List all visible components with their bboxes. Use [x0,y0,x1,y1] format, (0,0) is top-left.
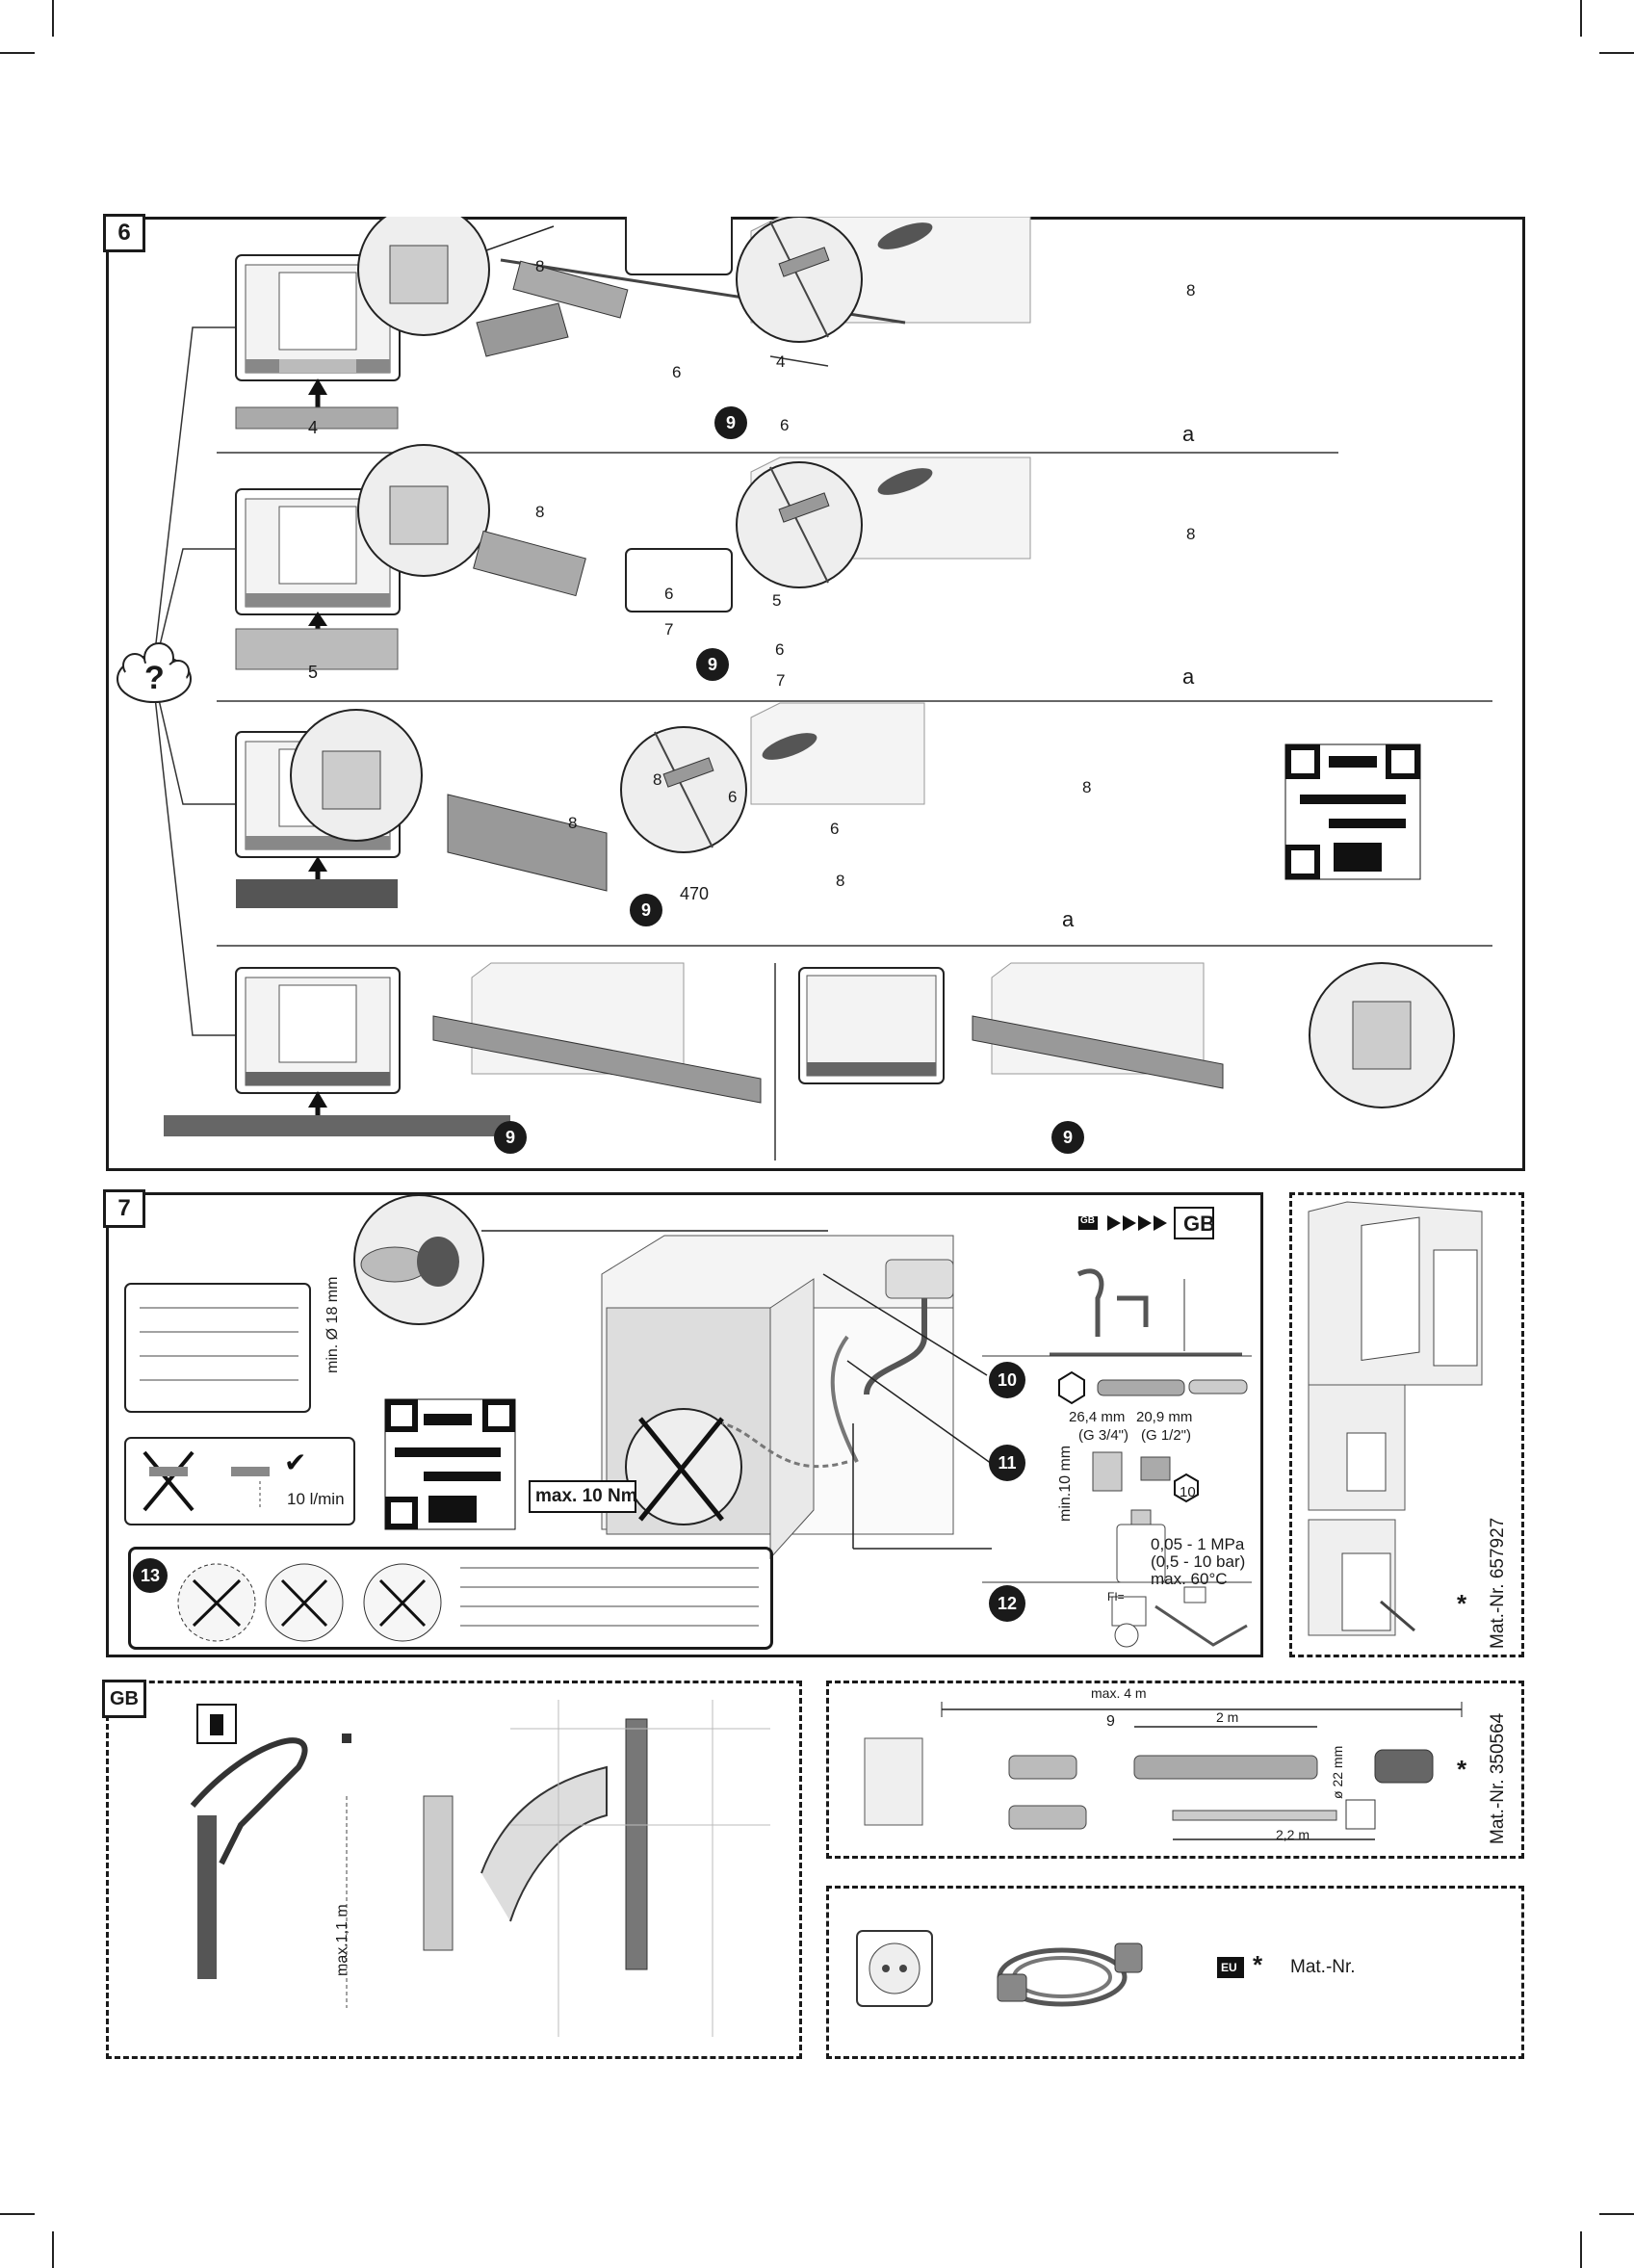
gb-illustration [106,1681,802,2059]
power-cable-illustration [826,1886,1524,2059]
dimension-a: a [1062,907,1074,932]
dimension-a: a [1182,422,1194,447]
hose-extension-illustration [826,1681,1524,1859]
hose-asterisk: * [1457,1755,1466,1785]
hex-label: 6 [728,788,737,807]
fi-label: FI= [1107,1590,1125,1603]
callout-11: 11 [989,1445,1025,1481]
dishwasher-thumb-4 [164,968,510,1136]
max-height-label: max.1,1 m [334,1904,351,1976]
plinth-assembly-right [973,963,1223,1088]
hex-label: 8 [653,770,661,790]
pressure-bar: (0,5 - 10 bar) [1151,1552,1245,1572]
hex-label: 8 [1082,778,1091,797]
hex-label: 8 [568,814,577,833]
gb-box-label: GB [1183,1212,1215,1237]
crop-mark [1580,2231,1582,2268]
flow-rate-label: 10 l/min [287,1490,345,1509]
plinth-assembly-left [433,963,761,1103]
power-asterisk: * [1253,1950,1262,1980]
min-depth-label: min.10 mm [1057,1446,1075,1522]
power-mat-nr: Mat.-Nr. [1290,1957,1356,1978]
hose-callout-9: 9 [1106,1713,1115,1731]
max-temperature: max. 60°C [1151,1570,1228,1589]
length-22m: 2,2 m [1276,1827,1310,1842]
panel-label-5: 5 [308,663,318,683]
max-length-label: max. 4 m [1091,1685,1147,1701]
thread-size-1: 26,4 mm [1069,1409,1125,1425]
hex-label: 7 [664,620,673,639]
panel-label-4: 4 [308,418,318,438]
callout-9: 9 [494,1121,527,1154]
thread-size-2: 20,9 mm [1136,1409,1192,1425]
hex-label: 6 [664,585,673,604]
dishwasher-thumb-5 [799,968,944,1083]
callout-12: 12 [989,1585,1025,1622]
hex-label: 4 [776,352,785,372]
diameter-label: ø 22 mm [1330,1746,1345,1799]
svg-text:✔: ✔ [284,1447,306,1477]
zoom-circle-2 [358,445,489,576]
callout-9: 9 [1051,1121,1084,1154]
crop-mark [1599,2213,1634,2215]
qr-code-1 [1285,744,1420,879]
callout-9: 9 [714,406,747,439]
crop-mark [0,52,35,54]
eu-tag: EU [1221,1961,1237,1974]
crop-mark [1580,0,1582,37]
thread-size-1-sub: (G 3/4") [1078,1427,1128,1444]
hex-label: 8 [1186,525,1195,544]
side-panel-mat-nr: Mat.-Nr. 657927 [1488,1518,1509,1649]
crop-mark [1599,52,1634,54]
pressure-mpa: 0,05 - 1 MPa [1151,1535,1244,1554]
hex-label: 6 [775,640,784,660]
hex-label: 6 [672,363,681,382]
hex-label: 6 [830,820,839,839]
torque-label: max. 10 Nm [535,1486,637,1507]
hex-label: 7 [776,671,785,691]
dimension-a: a [1182,665,1194,690]
callout-10: 10 [989,1362,1025,1398]
crop-mark [52,2231,54,2268]
thread-size-2-sub: (G 1/2") [1141,1427,1191,1444]
crop-mark [0,2213,35,2215]
zoom-circle-4 [1310,963,1454,1108]
hex-label: 5 [772,591,781,611]
length-2m: 2 m [1216,1709,1238,1725]
hose-diameter-label: min. Ø 18 mm [324,1277,342,1373]
side-panel-asterisk: * [1457,1589,1466,1619]
step-6-illustration [106,217,1525,1171]
hex-label: 8 [535,257,544,276]
callout-9: 9 [630,894,662,926]
crop-mark [52,0,54,37]
gb-arrow-label: GB [1080,1215,1095,1226]
zoom-circle-3 [291,710,422,841]
hex-label: 6 [780,416,789,435]
hose-mat-nr: Mat.-Nr. 350564 [1488,1713,1509,1844]
callout-9: 9 [696,648,729,681]
length-470: 470 [680,884,709,904]
hex-label-10: 10 [1180,1484,1196,1500]
hex-label: 8 [1186,281,1195,300]
hex-label: 8 [836,872,844,891]
question-mark: ? [144,660,165,697]
hex-label: 8 [535,503,544,522]
step-13-illustration [128,1547,773,1650]
